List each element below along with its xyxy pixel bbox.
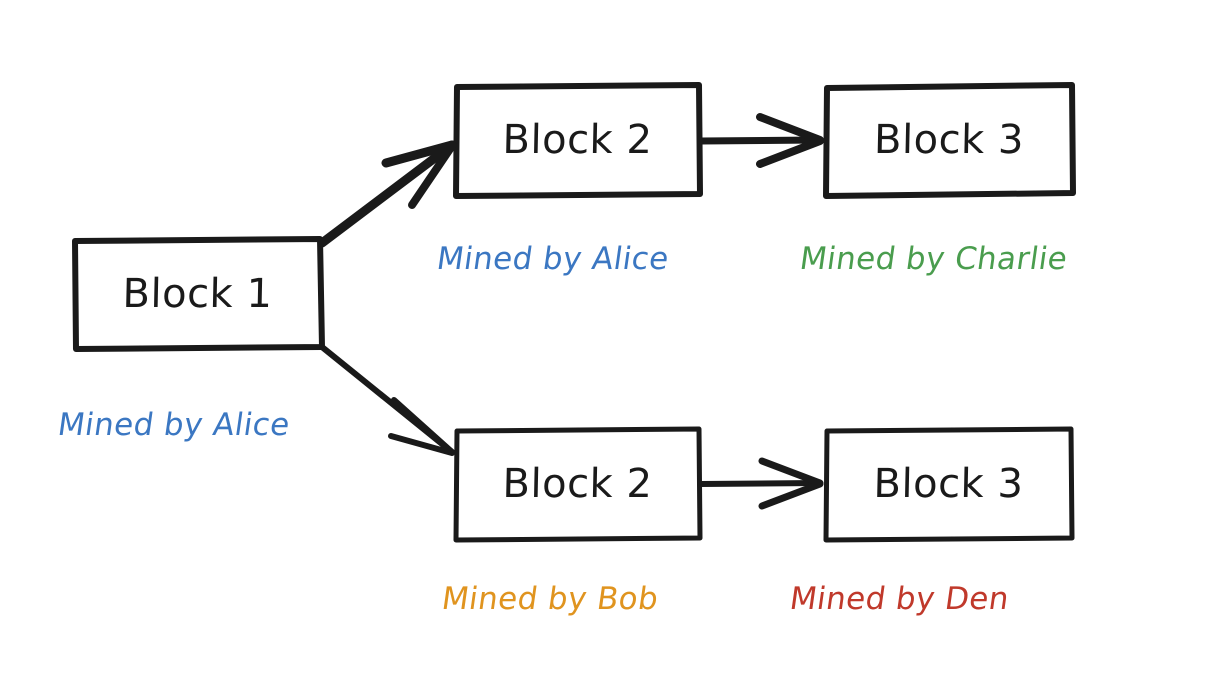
arrow-top-chain: [697, 113, 824, 168]
arrow-fork-down: [319, 344, 455, 456]
block-3-top-shape[interactable]: [823, 82, 1076, 199]
block-2-top-shape[interactable]: [453, 82, 703, 199]
miner-label-block-2-bottom: Mined by Bob: [439, 581, 661, 617]
block-1-label: Block 1: [122, 271, 273, 317]
block-2-bottom-label: Block 2: [502, 461, 653, 507]
block-3-bottom-shape[interactable]: [823, 426, 1075, 543]
block-2-bottom-shape[interactable]: [453, 426, 703, 543]
arrow-bottom-chain: [698, 457, 824, 510]
block-3-bottom-label: Block 3: [873, 461, 1024, 507]
miner-label-block-2-top: Mined by Alice: [434, 241, 672, 277]
miner-label-block-3-top: Mined by Charlie: [797, 241, 1070, 277]
arrow-fork-up: [317, 140, 457, 248]
miner-label-block-1: Mined by Alice: [55, 407, 293, 443]
block-2-top-label: Block 2: [502, 117, 653, 163]
block-3-top-label: Block 3: [873, 117, 1025, 163]
miner-label-block-3-bottom: Mined by Den: [787, 581, 1012, 617]
